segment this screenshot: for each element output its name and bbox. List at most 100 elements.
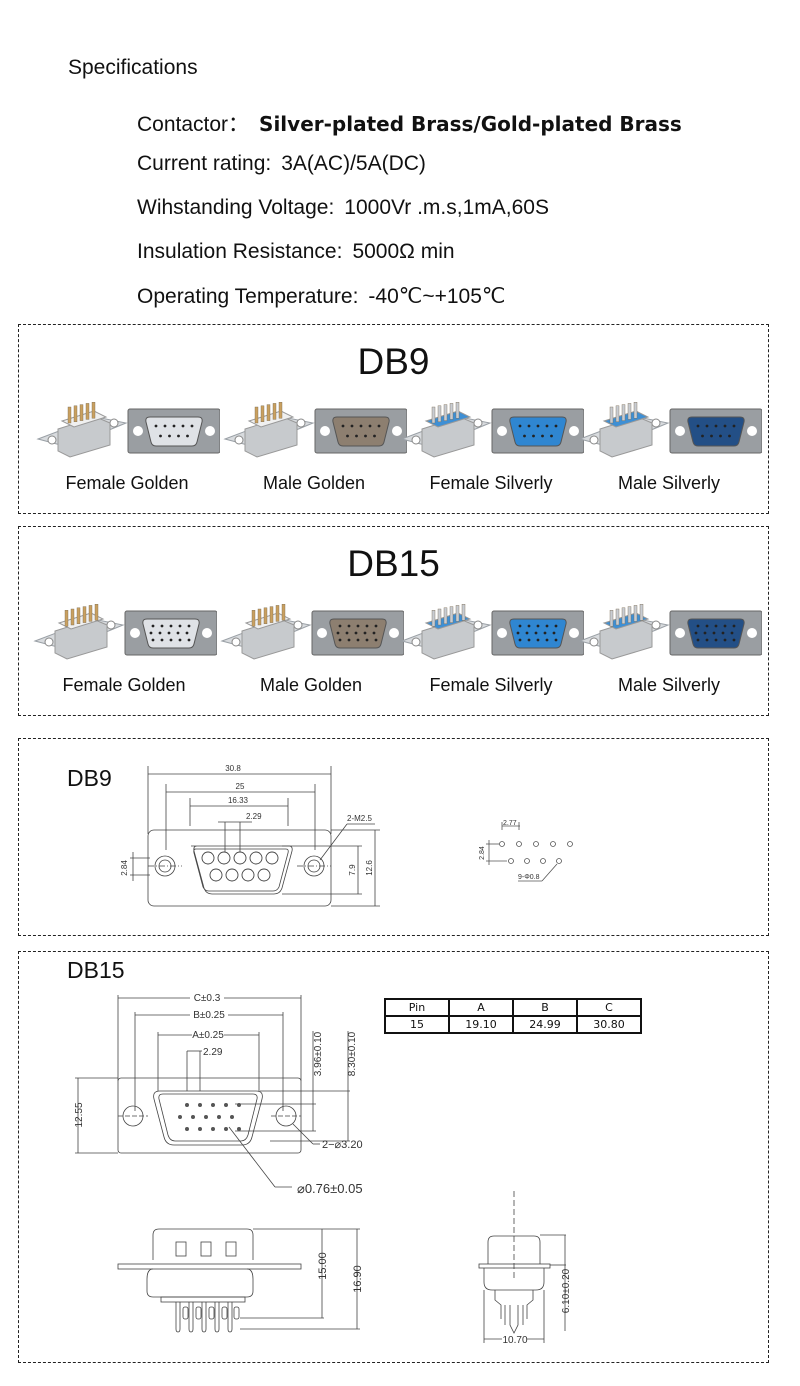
connector-angled-view	[578, 603, 670, 660]
db15-dimension-table: Pin A B C 15 19.10 24.99 30.80	[384, 998, 642, 1034]
pin-hole	[545, 424, 549, 428]
pin-hole	[338, 638, 342, 642]
pin-dot	[237, 1127, 241, 1131]
pin-hole	[377, 424, 381, 428]
pin-circle	[233, 851, 247, 865]
pin-hole	[158, 631, 162, 635]
pin-hole	[347, 638, 351, 642]
product-label: Male Silverly	[617, 675, 721, 695]
pin-hole	[178, 624, 182, 628]
pcb-hole	[524, 858, 530, 864]
product-label: Female Golden	[65, 473, 189, 493]
connector-angled-view	[223, 401, 315, 458]
spec-row-operating-temperature: Operating Temperature:-40℃~+105℃	[137, 284, 506, 309]
pin-hole	[696, 638, 700, 642]
table-header: Pin	[384, 998, 450, 1017]
pin-hole	[365, 638, 369, 642]
pin-hole	[187, 624, 191, 628]
pin-dot	[191, 1115, 195, 1119]
dim-label: 8.30±0.10	[347, 1031, 358, 1076]
pcb-hole	[516, 841, 522, 847]
pin-hole	[728, 434, 731, 438]
connector-angled-view	[400, 401, 492, 458]
dim-label: 3.96±0.10	[313, 1031, 324, 1076]
dim-label: B±0.25	[193, 1010, 225, 1021]
pin-hole	[723, 624, 727, 628]
table-header-row: Pin A B C	[384, 998, 642, 1017]
pin-hole	[518, 424, 522, 428]
pin-hole	[705, 624, 709, 628]
pin-hole	[363, 631, 367, 635]
dim-label: C±0.3	[194, 993, 221, 1004]
connector-face-view	[669, 408, 762, 454]
pin-hole	[712, 631, 716, 635]
spec-label: Insulation Resistance:	[137, 240, 343, 263]
pin-dot	[237, 1103, 241, 1107]
pin-circle	[249, 851, 263, 865]
table-cell: 15	[384, 1015, 450, 1034]
pin-hole	[536, 424, 540, 428]
product-db15-female-golden: Female Golden	[29, 597, 219, 696]
pin-hole	[176, 631, 180, 635]
pin-hole	[714, 424, 718, 428]
pin-hole	[696, 624, 700, 628]
pin-hole	[516, 631, 520, 635]
db9-drawing-panel: DB9	[18, 738, 769, 936]
pin-hole	[543, 631, 547, 635]
table-cell: 19.10	[448, 1015, 514, 1034]
pin-circle	[201, 851, 215, 865]
pcb-hole	[540, 858, 546, 864]
dim-label: 16.90	[352, 1265, 364, 1293]
connector-image	[33, 603, 217, 660]
dim-label: 30.8	[225, 764, 241, 773]
pin-hole	[154, 424, 158, 428]
table-header: B	[512, 998, 578, 1017]
connector-angled-view	[33, 603, 125, 660]
pin-hole	[346, 434, 349, 438]
db15-dimension-drawing: C±0.3 B±0.25 A±0.25 2.29 12.55 3.96±0.10…	[74, 993, 572, 1346]
pin-hole	[714, 624, 718, 628]
connector-angled-view	[400, 603, 492, 660]
dim-label: 2.77	[503, 820, 517, 827]
connector-image	[223, 401, 407, 458]
pin-hole	[554, 638, 558, 642]
dim-label: 2.29	[246, 812, 262, 821]
product-db9-female-silverly: Female Silverly	[396, 395, 586, 494]
product-label: Female Silverly	[429, 675, 553, 695]
pin-hole	[527, 624, 531, 628]
pin-hole	[714, 638, 718, 642]
connector-face-view	[491, 408, 584, 454]
product-db9-female-golden: Female Golden	[32, 395, 222, 494]
pin-hole	[536, 624, 540, 628]
spec-value: 3A(AC)/5A(DC)	[281, 152, 426, 175]
spec-row-contactor: Contactor：Silver-plated Brass/Gold-plate…	[137, 108, 682, 138]
db9-dimension-drawing: 30.8 25 16.33 2.29 2-M2.5 2.84 7.9 12.6 …	[120, 764, 573, 907]
pcb-hole	[550, 841, 556, 847]
pin-circle	[241, 868, 255, 882]
pin-hole	[347, 624, 351, 628]
product-label: Male Golden	[259, 675, 363, 695]
pcb-hole	[567, 841, 573, 847]
pin-hole	[365, 624, 369, 628]
spec-value: 5000Ω min	[352, 240, 455, 263]
specifications-heading: Specifications	[68, 56, 198, 79]
spec-row-withstanding-voltage: Wihstanding Voltage:1000Vr .m.s,1mA,60S	[137, 196, 549, 220]
connector-face-view	[491, 610, 584, 656]
pin-hole	[169, 624, 173, 628]
connector-angled-view	[578, 401, 670, 458]
pin-hole	[518, 624, 522, 628]
pin-hole	[710, 434, 713, 438]
pin-hole	[705, 424, 709, 428]
pin-hole	[177, 434, 180, 438]
pin-hole	[545, 638, 549, 642]
connector-image	[220, 603, 404, 660]
product-label: Female Silverly	[429, 473, 553, 493]
pin-hole	[701, 434, 704, 438]
pin-hole	[552, 631, 556, 635]
product-db15-male-golden: Male Golden	[216, 597, 406, 696]
pin-hole	[354, 631, 358, 635]
pin-dot	[185, 1127, 189, 1131]
pin-dot	[211, 1103, 215, 1107]
pin-dot	[178, 1115, 182, 1119]
product-db15-female-silverly: Female Silverly	[396, 597, 586, 696]
